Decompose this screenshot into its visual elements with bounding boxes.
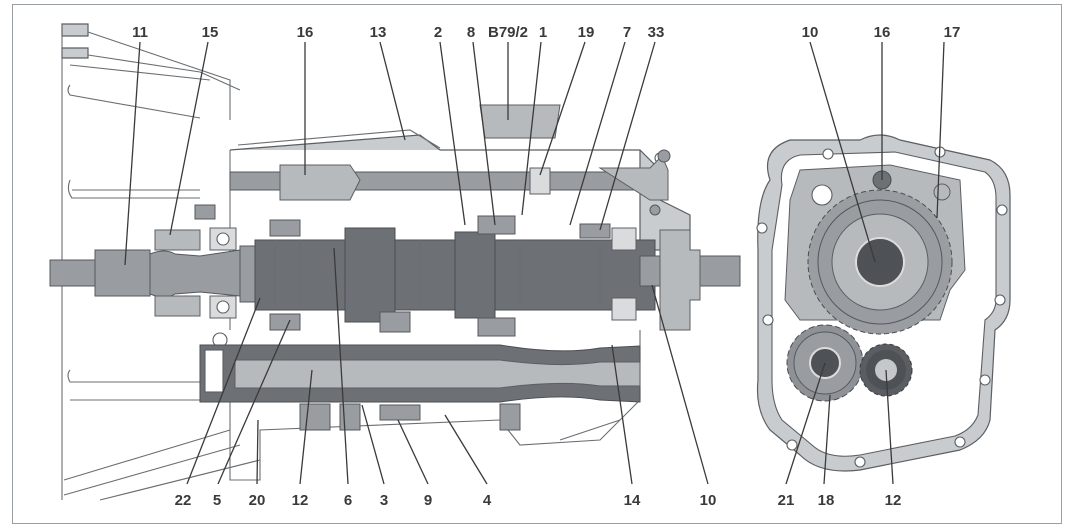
callout-33: 33 xyxy=(648,24,665,41)
selector-rod xyxy=(229,149,671,216)
callout-20: 20 xyxy=(249,492,266,509)
callout-15: 15 xyxy=(202,24,219,41)
main-drive-gear xyxy=(807,189,953,335)
leader-lines xyxy=(124,41,945,485)
callout-b79-2: B79/2 xyxy=(488,24,528,41)
callout-labels-bottom: 22 5 20 12 6 3 9 4 14 10 21 18 12 xyxy=(175,492,902,509)
main-shaft xyxy=(254,227,741,323)
end-callout-18: 18 xyxy=(818,492,835,509)
end-callout-17: 17 xyxy=(944,24,961,41)
callout-12: 12 xyxy=(292,492,309,509)
callout-7: 7 xyxy=(623,24,631,41)
callout-13: 13 xyxy=(370,24,387,41)
callout-labels-top: 11 15 16 13 2 8 B79/2 1 19 7 33 10 16 17 xyxy=(132,24,960,41)
callout-10: 10 xyxy=(700,492,717,509)
callout-1: 1 xyxy=(539,24,547,41)
bearings xyxy=(209,227,637,380)
callout-11: 11 xyxy=(132,24,148,41)
end-callout-10: 10 xyxy=(802,24,819,41)
end-view xyxy=(756,134,1011,472)
end-callout-21: 21 xyxy=(778,492,795,509)
callout-3: 3 xyxy=(380,492,388,509)
cross-section-view xyxy=(49,23,741,501)
callout-22: 22 xyxy=(175,492,192,509)
callout-16: 16 xyxy=(297,24,314,41)
callout-8: 8 xyxy=(467,24,475,41)
callout-19: 19 xyxy=(578,24,595,41)
callout-9: 9 xyxy=(424,492,432,509)
figure-frame xyxy=(12,4,1062,524)
callout-6: 6 xyxy=(344,492,352,509)
output-flange xyxy=(659,229,701,331)
end-callout-16: 16 xyxy=(874,24,891,41)
end-callout-12: 12 xyxy=(885,492,902,509)
release-bearing xyxy=(154,204,216,317)
callout-14: 14 xyxy=(624,492,641,509)
callout-5: 5 xyxy=(213,492,221,509)
bolt-holes xyxy=(756,146,1008,468)
callout-4: 4 xyxy=(483,492,492,509)
synchronizer-assemblies xyxy=(269,215,611,421)
callout-2: 2 xyxy=(434,24,442,41)
